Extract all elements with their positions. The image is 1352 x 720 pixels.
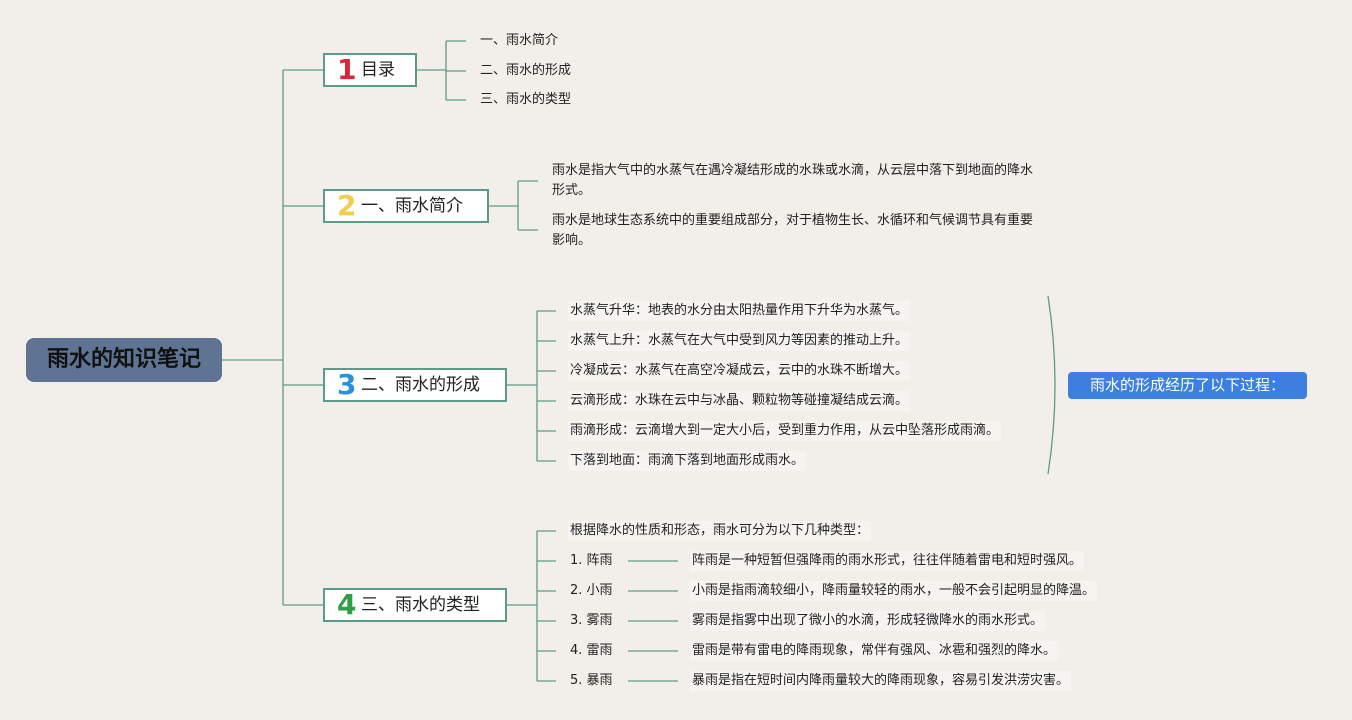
branch-label: 一、雨水简介	[361, 196, 463, 216]
formation-summary[interactable]: 雨水的形成经历了以下过程：	[1068, 372, 1307, 399]
branch-introduction[interactable]: 2 一、雨水简介	[323, 189, 489, 223]
rain-type-name[interactable]: 4. 雷雨	[570, 643, 613, 658]
number-3-icon: 3	[337, 368, 357, 401]
branch-label: 目录	[361, 60, 395, 80]
root-topic[interactable]: 雨水的知识笔记	[26, 338, 222, 382]
toc-item[interactable]: 二、雨水的形成	[480, 63, 572, 78]
number-2-icon: 2	[337, 189, 357, 222]
rain-type-description[interactable]: 雷雨是带有雷电的降雨现象，常伴有强风、冰雹和强烈的降水。	[690, 641, 1059, 661]
branch-label: 三、雨水的类型	[361, 595, 480, 615]
rain-type-name[interactable]: 1. 阵雨	[570, 553, 613, 568]
intro-paragraph[interactable]: 雨水是地球生态系统中的重要组成部分，对于植物生长、水循环和气候调节具有重要影响。	[552, 213, 1034, 248]
rain-type-description[interactable]: 暴雨是指在短时间内降雨量较大的降雨现象，容易引发洪涝灾害。	[690, 671, 1072, 691]
rain-type-name[interactable]: 3. 雾雨	[570, 613, 613, 628]
rain-type-name[interactable]: 5. 暴雨	[570, 673, 613, 688]
branch-toc[interactable]: 1 目录	[323, 53, 417, 87]
toc-item[interactable]: 一、雨水简介	[480, 33, 559, 48]
formation-step[interactable]: 水蒸气上升：水蒸气在大气中受到风力等因素的推动上升。	[568, 331, 911, 351]
formation-step[interactable]: 云滴形成：水珠在云中与冰晶、颗粒物等碰撞凝结成云滴。	[568, 391, 911, 411]
branch-formation[interactable]: 3 二、雨水的形成	[323, 368, 507, 402]
types-intro[interactable]: 根据降水的性质和形态，雨水可分为以下几种类型：	[568, 521, 872, 541]
number-1-icon: 1	[337, 53, 357, 86]
rain-type-description[interactable]: 小雨是指雨滴较细小，降雨量较轻的雨水，一般不会引起明显的降温。	[690, 581, 1098, 601]
toc-item[interactable]: 三、雨水的类型	[480, 92, 572, 107]
intro-paragraph[interactable]: 雨水是指大气中的水蒸气在遇冷凝结形成的水珠或水滴，从云层中落下到地面的降水形式。	[552, 163, 1034, 198]
formation-step[interactable]: 雨滴形成：云滴增大到一定大小后，受到重力作用，从云中坠落形成雨滴。	[568, 421, 1002, 441]
formation-step[interactable]: 冷凝成云：水蒸气在高空冷凝成云，云中的水珠不断增大。	[568, 361, 911, 381]
formation-step[interactable]: 下落到地面：雨滴下落到地面形成雨水。	[568, 451, 807, 471]
branch-types[interactable]: 4 三、雨水的类型	[323, 588, 507, 622]
number-4-icon: 4	[337, 588, 357, 621]
formation-step[interactable]: 水蒸气升华：地表的水分由太阳热量作用下升华为水蒸气。	[568, 301, 911, 321]
rain-type-description[interactable]: 雾雨是指雾中出现了微小的水滴，形成轻微降水的雨水形式。	[690, 611, 1046, 631]
rain-type-description[interactable]: 阵雨是一种短暂但强降雨的雨水形式，往往伴随着雷电和短时强风。	[690, 551, 1085, 571]
branch-label: 二、雨水的形成	[361, 375, 480, 395]
rain-type-name[interactable]: 2. 小雨	[570, 583, 613, 598]
